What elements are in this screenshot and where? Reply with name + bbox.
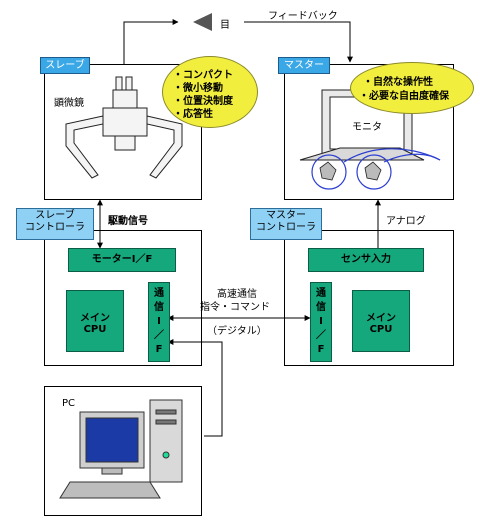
master-comm-char-5: F xyxy=(317,344,325,355)
pc-drawing xyxy=(59,399,183,499)
monitor-label: モニタ xyxy=(352,122,382,133)
slave-tag: スレーブ xyxy=(40,57,90,74)
slave-comm-char-3: I xyxy=(157,316,161,327)
master-hand-devices xyxy=(311,148,441,190)
slave-comm-char-1: 通 xyxy=(154,288,164,299)
master-main-cpu-line1: メイン xyxy=(366,313,396,324)
feedback-line xyxy=(244,21,353,63)
master-comm-char-1: 通 xyxy=(316,288,326,299)
master-main-cpu-line2: CPU xyxy=(369,324,393,335)
master-controller-tag: マスター コントローラ xyxy=(250,208,322,240)
slave-main-cpu: メイン CPU xyxy=(66,290,124,352)
pc-label: PC xyxy=(62,398,76,409)
slave-comm-char-4: ／ xyxy=(154,330,164,341)
master-requirements-bubble: ・自然な操作性 ・必要な自由度確保 xyxy=(350,62,474,114)
master-comm-if: 通 信 I ／ F xyxy=(310,282,332,362)
slave-req-4: ・応答性 xyxy=(173,109,213,120)
slave-controller-tag: スレーブ コントローラ xyxy=(16,208,94,240)
slave-req-2: ・微小移動 xyxy=(173,83,223,94)
slave-req-3: ・位置決制度 xyxy=(173,96,233,107)
link-label-line2: 指令・コマンド xyxy=(200,302,270,313)
pc-link-line xyxy=(167,339,223,437)
slave-comm-if: 通 信 I ／ F xyxy=(148,282,170,362)
eye-icon xyxy=(193,13,212,31)
slave-main-cpu-line2: CPU xyxy=(83,324,107,335)
motor-if-box: モーターI／F xyxy=(68,248,176,272)
feedback-label: フィードバック xyxy=(268,11,338,22)
master-req-1: ・自然な操作性 xyxy=(363,77,433,88)
slave-requirements-bubble: ・コンパクト ・微小移動 ・位置決制度 ・応答性 xyxy=(162,56,258,128)
master-comm-char-4: ／ xyxy=(316,330,326,341)
slave-to-eye-line xyxy=(123,19,179,64)
slave-controller-line2: コントローラ xyxy=(25,222,85,233)
master-controller-line1: マスター xyxy=(266,210,306,221)
slave-comm-char-2: 信 xyxy=(154,302,164,313)
master-comm-char-3: I xyxy=(319,316,323,327)
master-comm-char-2: 信 xyxy=(316,302,326,313)
master-controller-line2: コントローラ xyxy=(256,222,316,233)
master-req-2: ・必要な自由度確保 xyxy=(359,91,449,102)
slave-comm-char-5: F xyxy=(155,344,163,355)
link-label-line3: （デジタル） xyxy=(207,326,267,337)
master-tag: マスター xyxy=(278,57,330,74)
slave-req-1: ・コンパクト xyxy=(173,70,233,81)
drive-signal-label: 駆動信号 xyxy=(108,216,148,227)
master-main-cpu: メイン CPU xyxy=(352,290,410,352)
link-label-line1: 高速通信 xyxy=(217,289,257,300)
slave-main-cpu-line1: メイン xyxy=(80,313,110,324)
analog-label: アナログ xyxy=(386,216,426,227)
microscope-label: 顕微鏡 xyxy=(54,98,84,109)
slave-controller-line1: スレーブ xyxy=(35,210,75,221)
slave-robot-drawing xyxy=(65,76,183,179)
eye-label: 目 xyxy=(220,20,230,31)
master-hands xyxy=(319,161,382,181)
sensor-input-box: センサ入力 xyxy=(308,248,424,272)
